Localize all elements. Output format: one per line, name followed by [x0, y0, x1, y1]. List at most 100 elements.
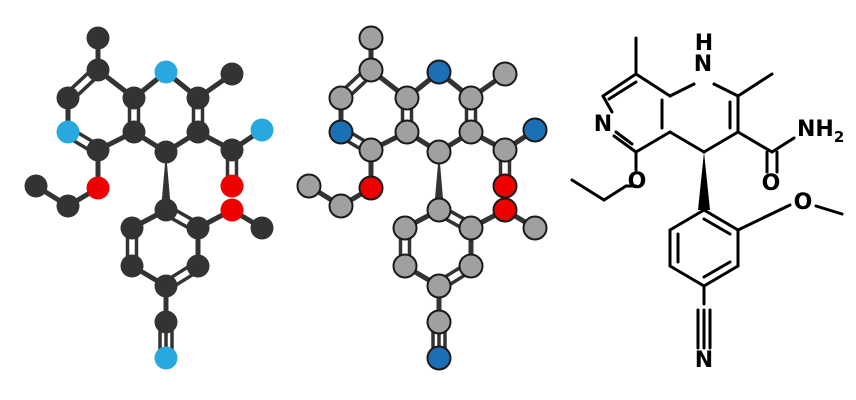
label-amide-n: N — [797, 117, 815, 142]
skeletal-bonds — [570, 36, 844, 350]
label-nh-n: N — [694, 52, 712, 77]
sk-n-to-ch — [601, 94, 614, 114]
skeletal-formula: N H N O NH2 O O N — [570, 31, 844, 373]
m1-atom-c4a — [122, 120, 146, 144]
sk-ch2-ch3 — [570, 178, 606, 202]
m1-atom-ar3 — [186, 254, 210, 278]
sk-c4a-c5 — [634, 130, 672, 154]
ball-and-stick-model-flat — [24, 26, 274, 370]
m1-atom-ch3_top — [86, 26, 110, 50]
sk-ar2-omethoxy — [736, 203, 792, 232]
ball-and-stick-model-outlined — [296, 25, 548, 371]
m2-atom-c2 — [458, 85, 484, 111]
m1-atom-ar6 — [120, 216, 144, 240]
sk-camide-n — [770, 136, 796, 154]
m1-atom-c5 — [86, 138, 110, 162]
label-amide-nh: NH2 — [797, 117, 844, 146]
sk-ar3-ar4-inner — [702, 260, 732, 279]
m1-atom-c8 — [86, 58, 110, 82]
m2-atom-c_cn — [426, 309, 452, 335]
m2-atom-n6 — [328, 119, 354, 145]
m1-atom-n_cn — [154, 346, 178, 370]
m2-atom-n_cn — [426, 345, 452, 371]
m1-atom-n6 — [56, 120, 80, 144]
m1-atom-c3 — [186, 120, 210, 144]
m2-atom-ar2 — [458, 215, 484, 241]
sk-c5-n-inner — [614, 130, 634, 146]
label-pyridine-n: N — [594, 112, 612, 137]
model-1-atoms — [24, 26, 274, 370]
m2-atom-n1 — [426, 59, 452, 85]
sk-ar6-ar1 — [668, 208, 706, 232]
m1-atom-c2 — [186, 86, 210, 110]
model-2-atoms — [296, 25, 548, 371]
sk-n1-c2 — [712, 82, 740, 98]
sk-ar3-ar4 — [702, 264, 740, 288]
m2-atom-ch3_me — [522, 215, 548, 241]
label-amide-subscript: 2 — [834, 128, 844, 146]
m1-atom-ar1 — [154, 198, 178, 222]
m1-atom-ch3_eth — [24, 174, 48, 198]
m2-atom-ar4 — [426, 273, 452, 299]
m1-atom-c7 — [56, 86, 80, 110]
m1-atom-ch3_r — [220, 62, 244, 86]
m2-atom-c8 — [358, 57, 384, 83]
m2-atom-c3 — [458, 119, 484, 145]
m1-atom-c8a — [122, 86, 146, 110]
sk-c3-c4 — [702, 130, 740, 154]
m2-atom-c4a — [394, 119, 420, 145]
m2-atom-o_me — [492, 197, 518, 223]
m1-atom-c_amide — [220, 138, 244, 162]
m1-atom-n_amide — [250, 118, 274, 142]
m2-atom-ch3_eth — [296, 173, 322, 199]
sk-ar1-ar2 — [702, 208, 740, 232]
m1-atom-n1 — [154, 60, 178, 84]
sk-o-ch2 — [602, 184, 628, 202]
sk-c2-methyl — [736, 72, 774, 98]
m1-atom-o_me — [220, 198, 244, 222]
label-nh-h: H — [695, 31, 713, 56]
sk-c3-camide — [736, 130, 774, 154]
label-amide-h: H — [815, 117, 833, 142]
m2-atom-ch2 — [328, 193, 354, 219]
m2-atom-o_amide — [492, 173, 518, 199]
sk-c4-c4a — [668, 130, 706, 154]
m2-atom-n_amide — [522, 117, 548, 143]
m1-atom-ch2 — [56, 194, 80, 218]
m2-atom-ch3_top — [358, 25, 384, 51]
m1-atom-ch3_me — [250, 216, 274, 240]
m2-atom-c4 — [426, 139, 452, 165]
m2-atom-ar5 — [392, 253, 418, 279]
m1-bond-c4-ar1 — [161, 152, 171, 210]
sk-ar4-ar5 — [668, 264, 706, 288]
sk-ch-double — [607, 80, 638, 101]
sk-c5-n — [612, 134, 638, 154]
m2-atom-c5 — [358, 137, 384, 163]
m2-atom-o_eth — [358, 175, 384, 201]
sk-ch-to-c8 — [601, 72, 638, 98]
m2-atom-ch3_r — [492, 61, 518, 87]
m2-atom-c8a — [394, 85, 420, 111]
sk-c8-c8a — [634, 72, 672, 98]
label-methoxy-o: O — [794, 190, 813, 215]
m1-atom-ar4 — [154, 274, 178, 298]
m1-atom-c4 — [154, 140, 178, 164]
m2-atom-c7 — [328, 85, 354, 111]
m2-atom-ar3 — [458, 253, 484, 279]
m1-atom-ar5 — [120, 254, 144, 278]
m2-atom-ar6 — [392, 215, 418, 241]
label-nitrile-n: N — [695, 348, 713, 373]
label-ether-o: O — [628, 169, 647, 194]
sk-o-me-2 — [814, 204, 844, 216]
m2-bond-c4-ar1 — [434, 152, 444, 210]
sk-wedge-c4-ar1 — [698, 152, 710, 210]
m2-atom-ar1 — [426, 197, 452, 223]
m1-atom-c_cn — [154, 310, 178, 334]
m2-atom-c_amide — [492, 137, 518, 163]
sk-ar1-ar2-inner — [702, 217, 732, 236]
sk-c8a-n1 — [668, 82, 696, 98]
m1-atom-o_amide — [220, 174, 244, 198]
m1-atom-o_eth — [86, 176, 110, 200]
label-carbonyl-o: O — [762, 171, 781, 196]
